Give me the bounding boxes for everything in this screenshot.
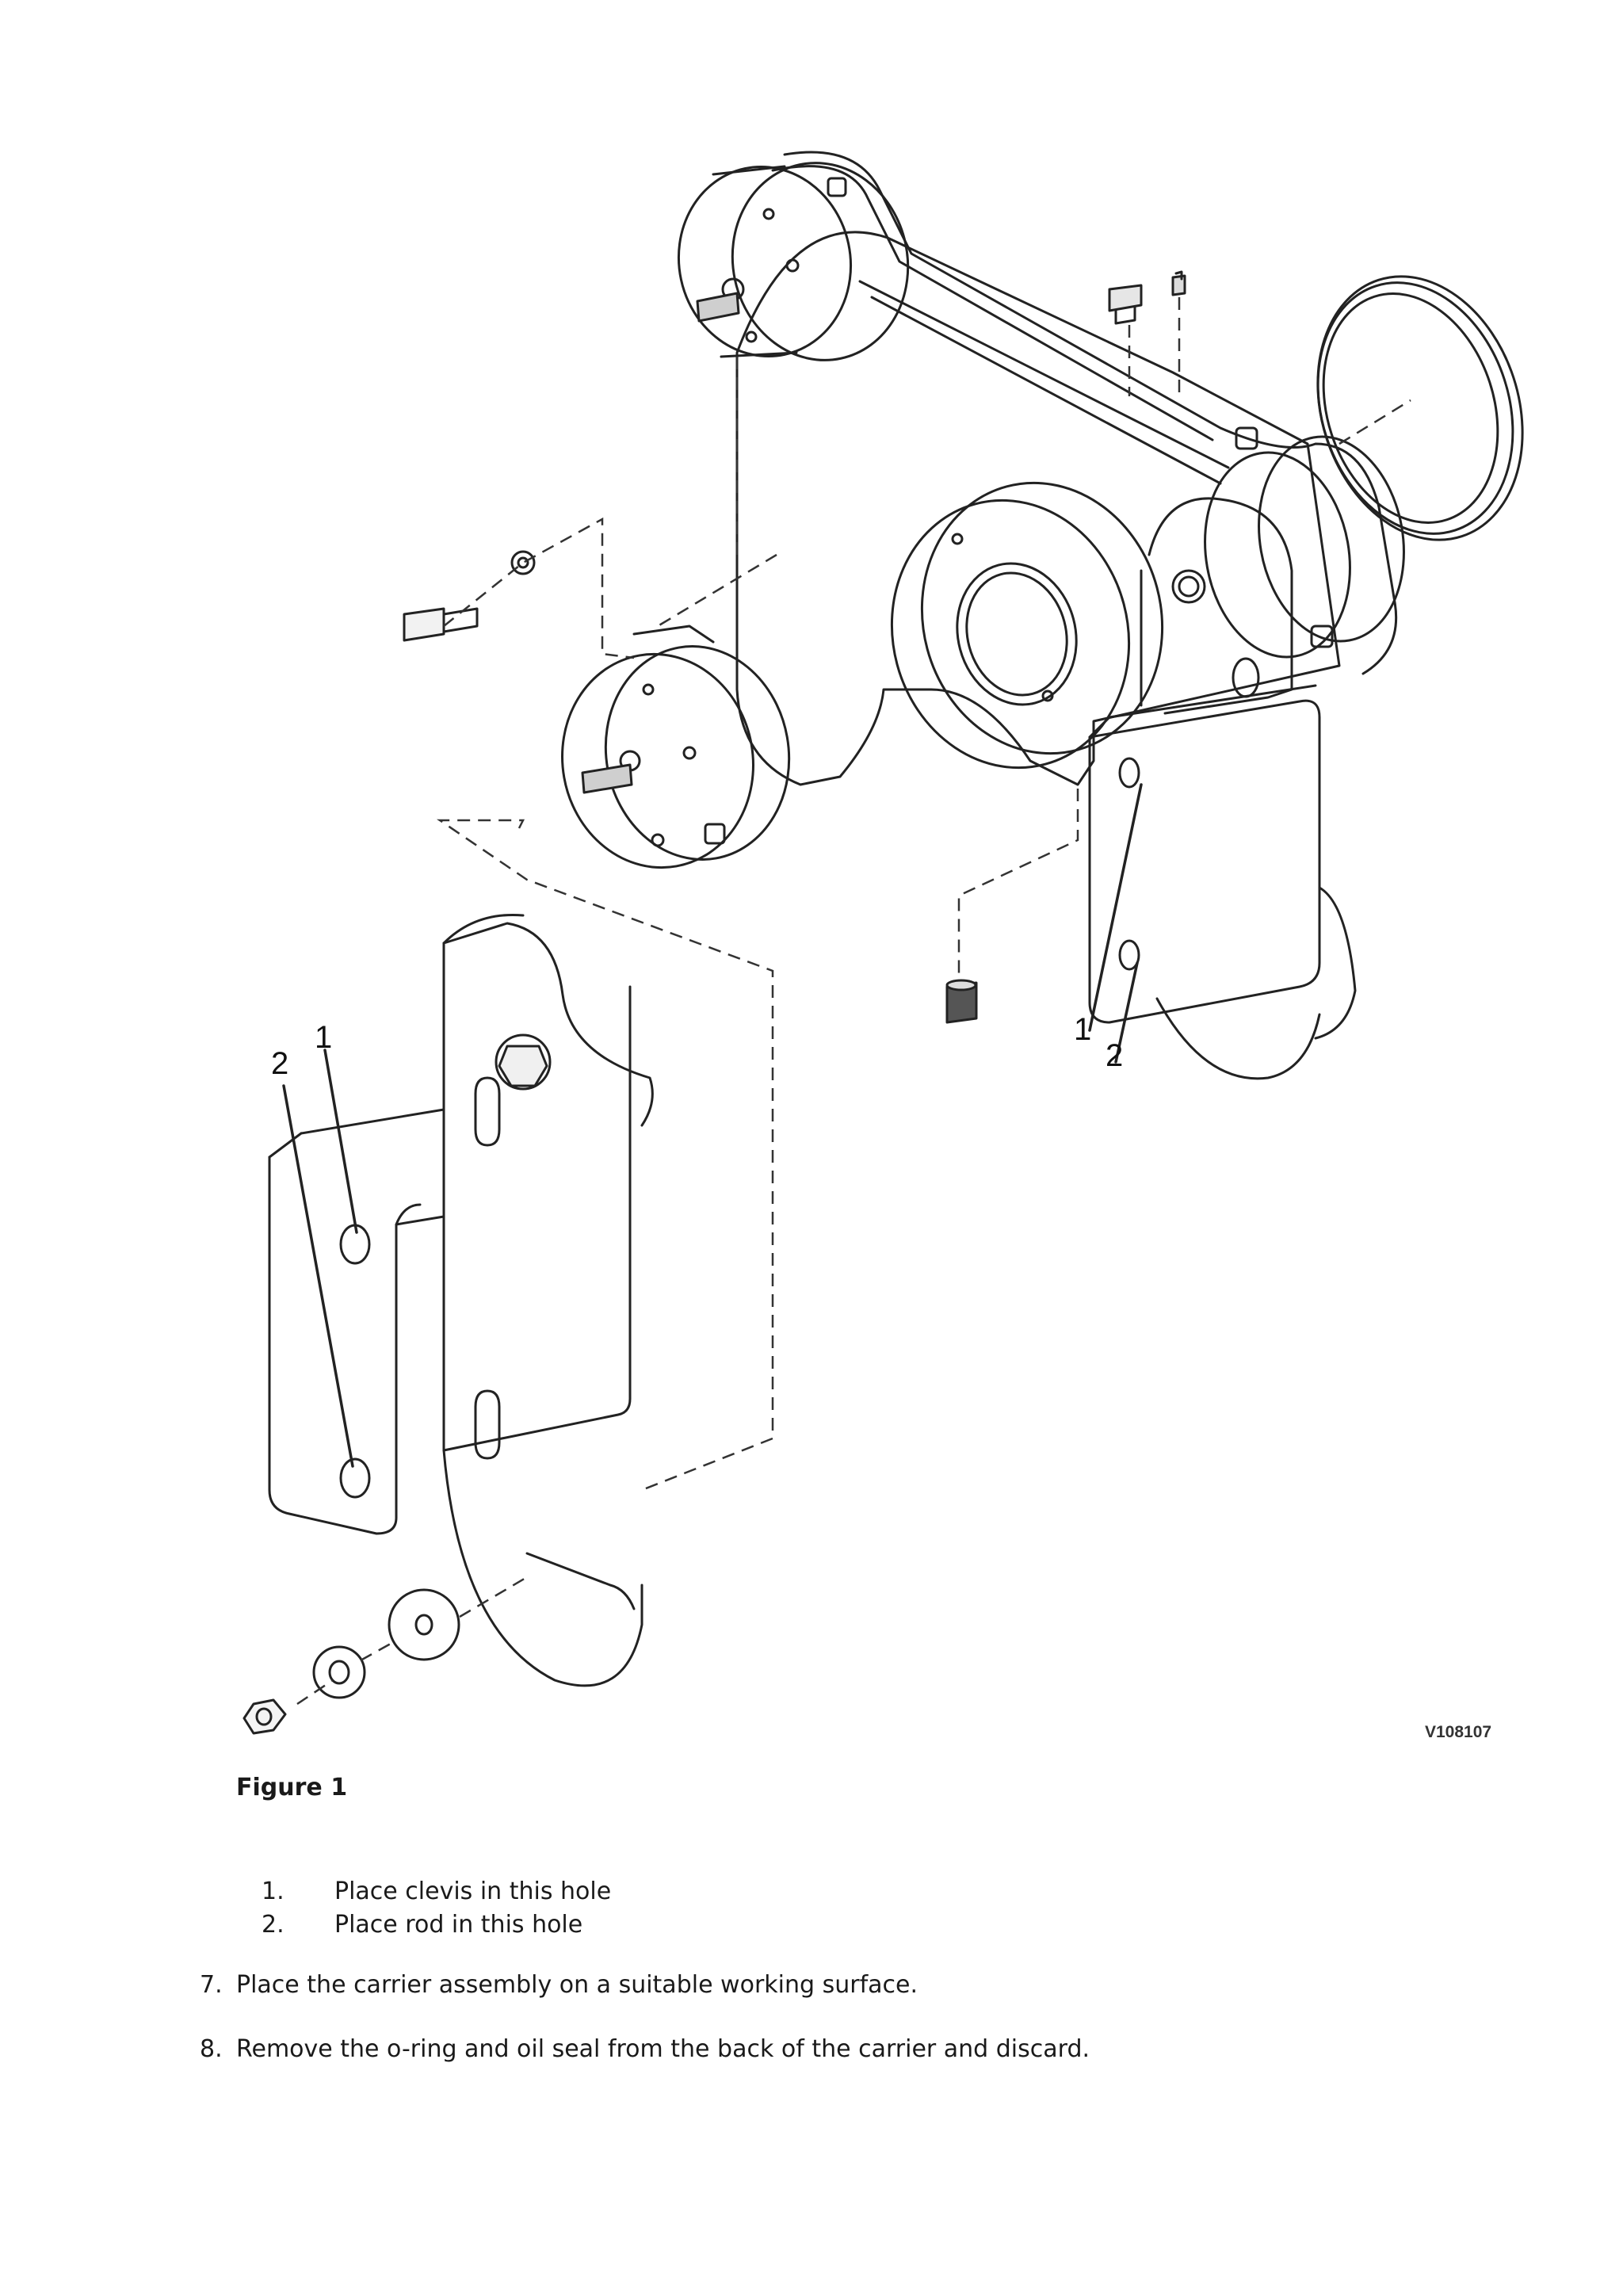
set-screw	[945, 979, 978, 1024]
clevis-bracket-left	[268, 913, 654, 1687]
swing-arm	[1140, 497, 1293, 715]
leader-lines	[282, 783, 1143, 1468]
assembly-guide-lines	[296, 297, 1411, 1706]
upper-left-pulley	[677, 162, 910, 361]
o-ring	[1316, 275, 1524, 541]
step-text: Place the carrier assembly on a suitable…	[236, 1971, 918, 1999]
drain-plug	[1108, 284, 1143, 325]
carrier-plate	[735, 151, 1398, 786]
figure-caption: Figure 1	[236, 1774, 348, 1801]
figure-code: V108107	[1425, 1723, 1491, 1741]
list-item-text: Place rod in this hole	[334, 1911, 583, 1939]
list-item-text: Place clevis in this hole	[334, 1878, 612, 1905]
bolt	[403, 607, 479, 642]
carrier-hub	[890, 481, 1164, 770]
callout-1-left: 1	[315, 1020, 332, 1055]
washer	[510, 550, 536, 575]
spacer	[388, 1588, 460, 1661]
callout-1-right: 1	[1074, 1012, 1091, 1047]
callout-2-left: 2	[271, 1046, 288, 1081]
callout-2-right: 2	[1106, 1038, 1123, 1073]
nut	[242, 1698, 287, 1735]
lower-washer	[312, 1645, 366, 1699]
exploded-view-figure: 1 2 1 2 V108107	[242, 151, 1524, 1741]
step-number: 7.	[200, 1971, 223, 1999]
lower-wheel	[1155, 886, 1357, 1080]
list-item-number: 1.	[262, 1878, 285, 1905]
step-number: 8.	[200, 2035, 223, 2063]
callout-list: 1. Place clevis in this hole 2. Place ro…	[262, 1875, 611, 1942]
lower-left-pulley	[561, 625, 791, 869]
step-text: Remove the o-ring and oil seal from the …	[236, 2035, 1090, 2063]
list-item: 1. Place clevis in this hole	[262, 1875, 611, 1908]
list-item: 2. Place rod in this hole	[262, 1908, 611, 1942]
step-8: 8. Remove the o-ring and oil seal from t…	[200, 2035, 1090, 2063]
list-item-number: 2.	[262, 1911, 285, 1939]
clevis-bracket-right	[1088, 684, 1321, 1024]
grease-fitting	[1171, 270, 1186, 296]
right-pulley	[1204, 426, 1405, 659]
step-7: 7. Place the carrier assembly on a suita…	[200, 1971, 918, 1999]
